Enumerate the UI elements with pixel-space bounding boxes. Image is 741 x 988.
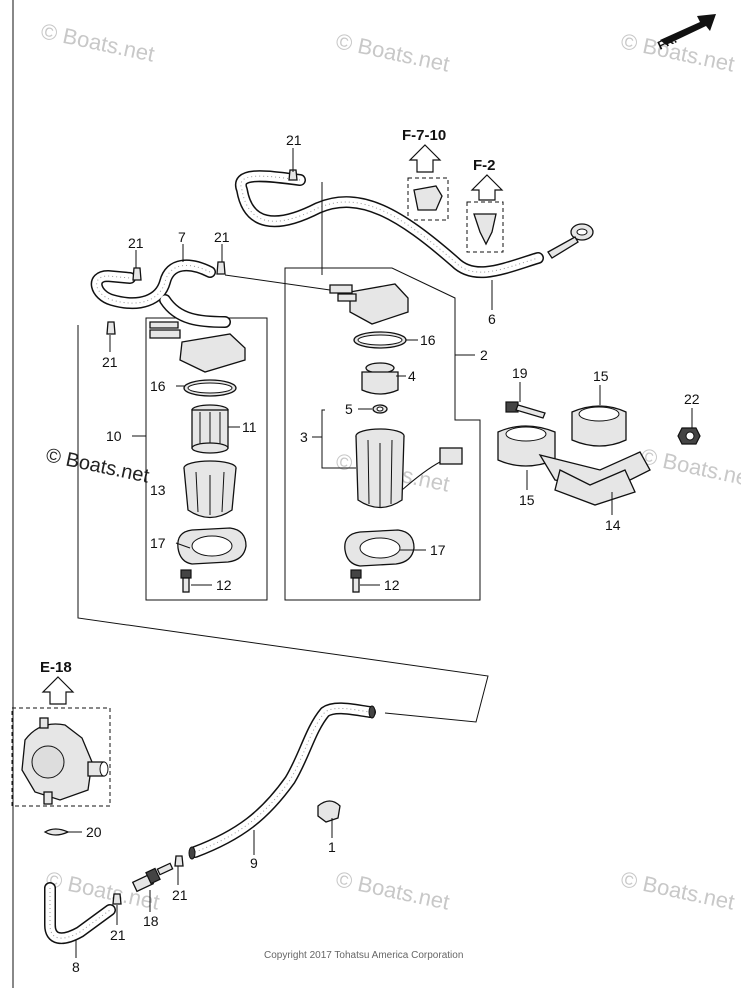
bracket-17-left — [177, 527, 247, 565]
bolt-19 — [505, 401, 546, 419]
clip-ref-box — [407, 177, 449, 221]
ref-f2[interactable]: F-2 — [473, 157, 496, 174]
label-21: 21 — [128, 235, 144, 251]
label-15: 15 — [593, 368, 609, 384]
hose-lead — [224, 274, 331, 291]
label-14: 14 — [605, 517, 621, 533]
label-18: 18 — [143, 913, 159, 929]
filter-cup-3 — [355, 428, 463, 509]
label-2: 2 — [480, 347, 488, 363]
clip-part — [473, 213, 497, 246]
bolt-12-right — [350, 569, 362, 593]
label-15: 15 — [519, 492, 535, 508]
filter-element-11 — [191, 404, 229, 454]
ref-f710[interactable]: F-7-10 — [402, 127, 446, 144]
label-3: 3 — [300, 429, 308, 445]
label-1: 1 — [328, 839, 336, 855]
label-6: 6 — [488, 311, 496, 327]
bolt-12-left — [180, 569, 192, 593]
label-20: 20 — [86, 824, 102, 840]
label-22: 22 — [684, 391, 700, 407]
label-21: 21 — [172, 887, 188, 903]
leader-lines — [68, 148, 693, 958]
label-21: 21 — [286, 132, 302, 148]
bracket-17-right — [344, 529, 415, 567]
label-12: 12 — [384, 577, 400, 593]
up-arrow-icon — [41, 676, 75, 705]
ref-f2-group[interactable]: F-2 — [470, 157, 504, 201]
clip-21-lower — [174, 855, 184, 867]
label-19: 19 — [512, 365, 528, 381]
label-7: 7 — [178, 229, 186, 245]
up-arrow-icon — [470, 174, 504, 201]
filter-cap-right — [329, 283, 409, 325]
filter-cup-13 — [183, 460, 237, 519]
label-10: 10 — [106, 428, 122, 444]
fuel-pump-ref-box — [11, 707, 111, 807]
label-5: 5 — [345, 401, 353, 417]
hose-fitting-6 — [547, 223, 594, 259]
label-16: 16 — [150, 378, 166, 394]
label-12: 12 — [216, 577, 232, 593]
nut-22 — [677, 427, 701, 445]
label-4: 4 — [408, 368, 416, 384]
hose-9 — [189, 702, 376, 858]
clip-1 — [317, 800, 341, 823]
label-11: 11 — [242, 419, 257, 435]
ring-20 — [43, 828, 70, 836]
bracket-14 — [538, 451, 651, 506]
label-17: 17 — [150, 535, 166, 551]
label-17: 17 — [430, 542, 446, 558]
copyright-text: Copyright 2017 Tohatsu America Corporati… — [264, 950, 464, 961]
ref-e18[interactable]: E-18 — [40, 659, 72, 676]
label-21: 21 — [102, 354, 118, 370]
fuel-pump — [21, 717, 109, 805]
outline-line — [77, 325, 489, 723]
front-direction-arrow: FR. — [655, 14, 716, 53]
float-4 — [361, 362, 399, 395]
up-arrow-icon — [408, 144, 442, 173]
label-8: 8 — [72, 959, 80, 975]
ref-f710-group[interactable]: F-7-10 — [402, 127, 446, 173]
label-21: 21 — [110, 927, 126, 943]
label-21: 21 — [214, 229, 230, 245]
connector-18 — [131, 862, 174, 893]
label-13: 13 — [150, 482, 166, 498]
clamp-15-upper — [571, 405, 627, 447]
clip-part — [413, 185, 443, 211]
label-9: 9 — [250, 855, 258, 871]
label-16: 16 — [420, 332, 436, 348]
clip-21-lower — [112, 893, 122, 905]
clip-ref-box-f2 — [466, 201, 504, 253]
filter-cap-left — [149, 321, 246, 373]
assembly-2-box — [284, 267, 481, 601]
ref-e18-group[interactable]: E-18 — [40, 659, 75, 705]
